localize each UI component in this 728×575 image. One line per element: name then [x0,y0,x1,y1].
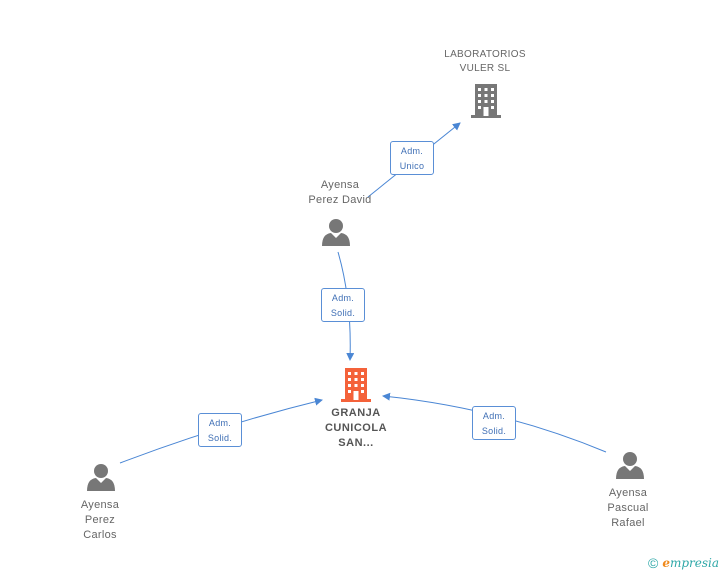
node-label-carlos[interactable]: Ayensa Perez Carlos [50,498,150,543]
label-line: Perez David [308,194,372,206]
person-icon [322,219,350,246]
building-icon-main [341,368,371,402]
label-line: Ayensa [320,179,360,191]
label-line: GRANJA [331,407,381,419]
label-line: Pascual [607,502,649,514]
edge-label-line: Solid. [481,426,507,436]
node-label-granja[interactable]: GRANJA CUNICOLA SAN... [296,406,416,451]
brand-name-initial: e [662,556,670,570]
brand-name: empresia [662,556,719,570]
edge-label-line: Solid. [207,433,233,443]
edge-label-line: Adm. [331,293,355,303]
node-label-laboratorios[interactable]: LABORATORIOS VULER SL [425,48,545,76]
building-icon [471,84,501,118]
label-line: Carlos [83,529,117,541]
edge-label-rafael-granja[interactable]: Adm. Solid. [472,406,516,440]
edge-label-david-laboratorios[interactable]: Adm. Unico [390,141,434,175]
label-line: VULER SL [459,63,511,74]
edge-label-line: Adm. [482,411,506,421]
edge-label-carlos-granja[interactable]: Adm. Solid. [198,413,242,447]
edge-label-david-granja[interactable]: Adm. Solid. [321,288,365,322]
label-line: Perez [84,514,116,526]
edge-label-line: Adm. [400,146,424,156]
label-line: CUNICOLA [324,422,388,434]
node-label-rafael[interactable]: Ayensa Pascual Rafael [578,486,678,531]
person-icon [616,452,644,479]
label-line: Rafael [611,517,645,529]
edge-label-line: Adm. [208,418,232,428]
label-line: Ayensa [608,487,648,499]
person-icon [87,464,115,491]
brand-logo[interactable]: © empresia [648,554,719,572]
label-line: SAN... [338,437,374,449]
copyright-symbol: © [648,555,659,571]
label-line: LABORATORIOS [444,49,526,60]
node-label-david[interactable]: Ayensa Perez David [280,178,400,208]
label-line: Ayensa [80,499,120,511]
edge-label-line: Unico [399,161,425,171]
brand-name-rest: mpresia [669,556,720,570]
edge-label-line: Solid. [330,308,356,318]
